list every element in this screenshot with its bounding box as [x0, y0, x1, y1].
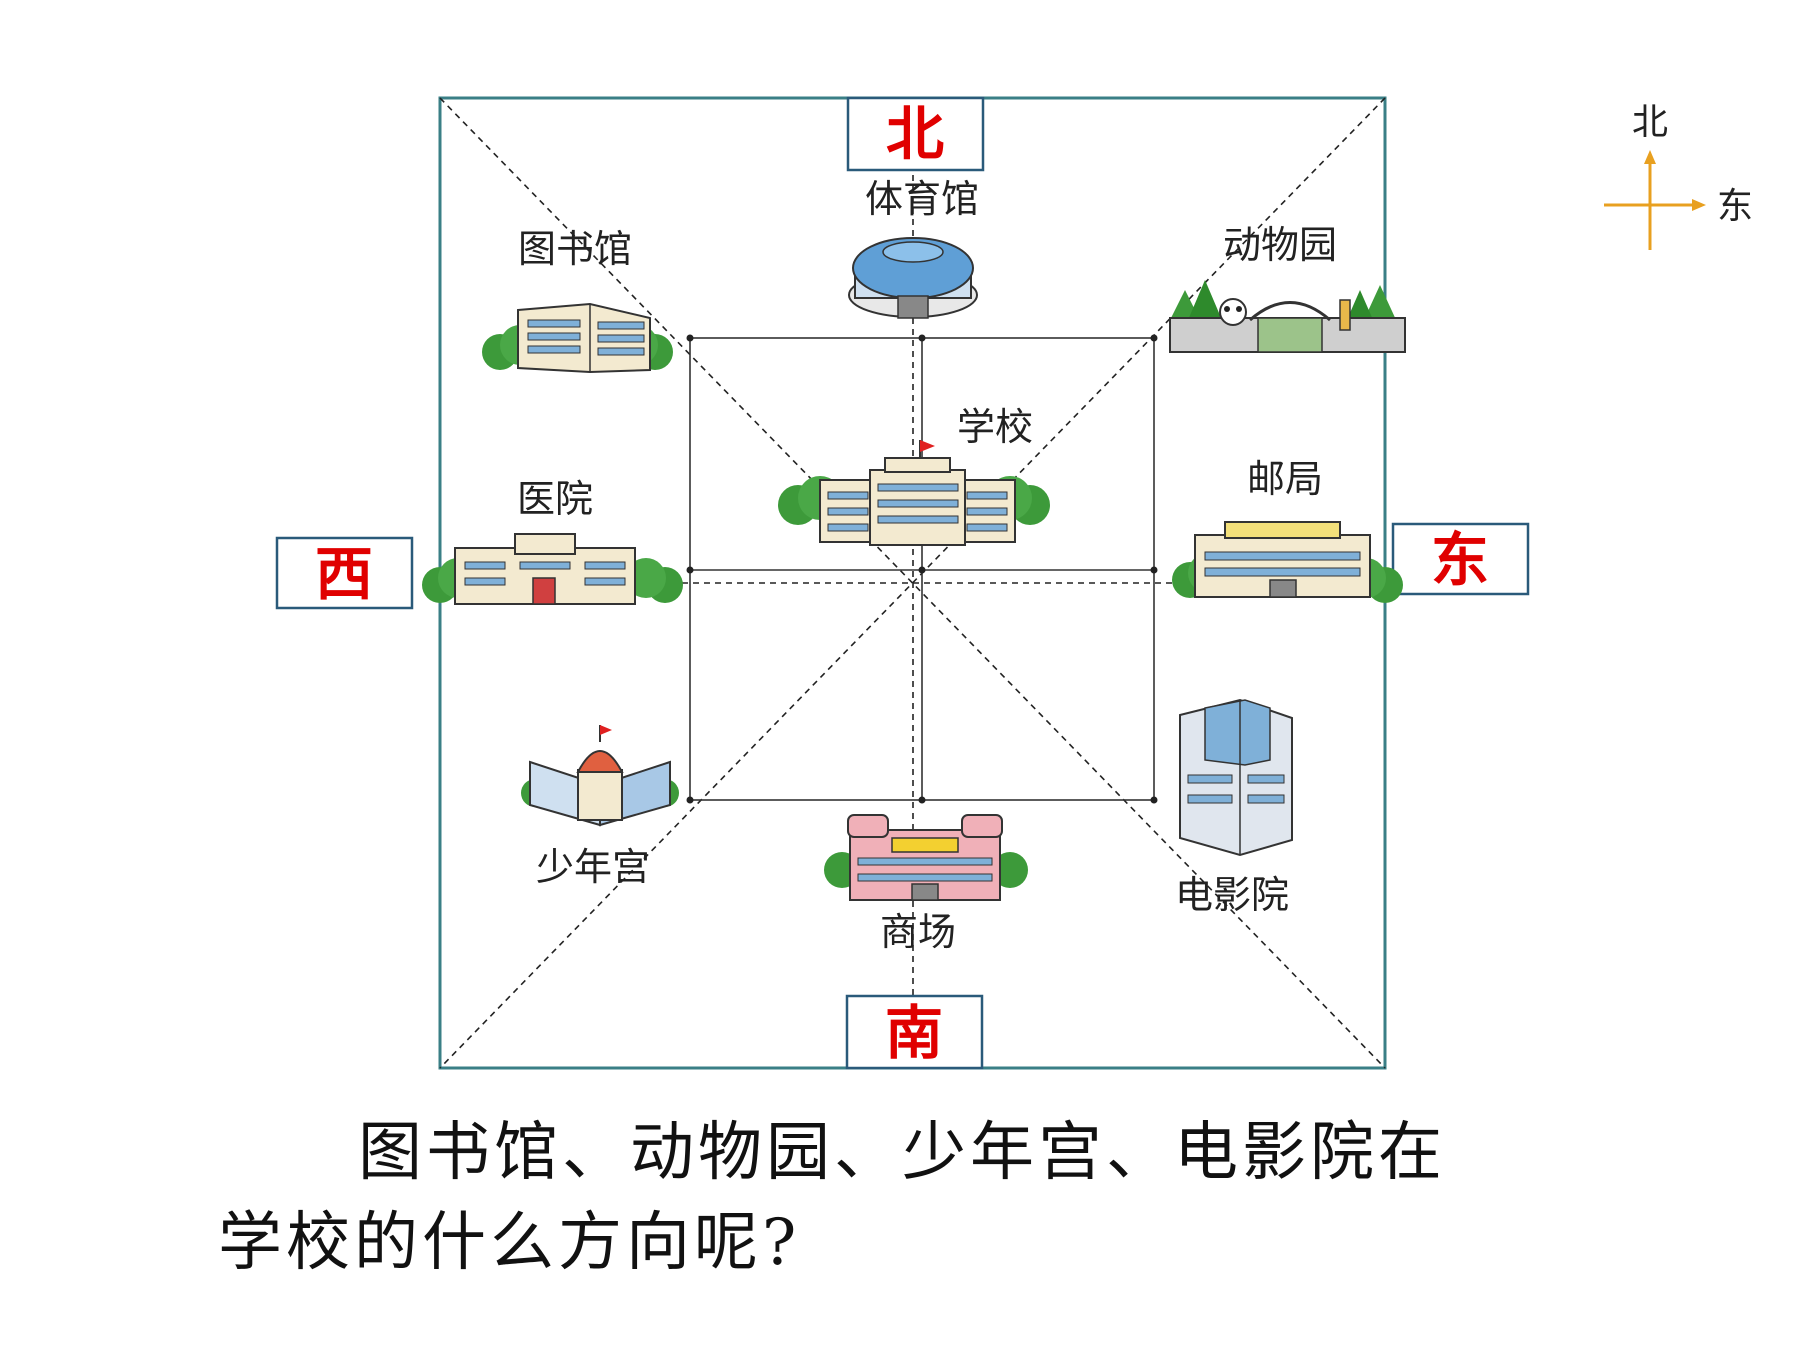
- mall-label: 商场: [880, 910, 956, 954]
- east-arrow-icon: [1692, 199, 1706, 211]
- compass: 北 东: [1604, 102, 1753, 250]
- post-office-label: 邮局: [1247, 457, 1323, 501]
- compass-east-label: 东: [1717, 186, 1753, 227]
- youth-palace-label: 少年宫: [536, 845, 650, 889]
- zoo-label: 动物园: [1223, 223, 1337, 267]
- north-arrow-icon: [1644, 150, 1656, 164]
- youth-palace-icon: [521, 725, 679, 827]
- direction-west-label: 西: [315, 540, 373, 608]
- stadium-label: 体育馆: [865, 177, 979, 221]
- direction-south-box: 南: [845, 994, 984, 1070]
- zoo-icon: [1169, 280, 1406, 353]
- school-label: 学校: [957, 405, 1033, 449]
- stadium-icon: [848, 237, 978, 319]
- question-line-1: 图书馆、动物园、少年宫、电影院在: [358, 1116, 1446, 1190]
- direction-north-box: 北: [846, 96, 985, 172]
- direction-west-box: 西: [275, 536, 414, 610]
- direction-east-label: 东: [1431, 526, 1489, 594]
- hospital-label: 医院: [517, 477, 593, 521]
- library-label: 图书馆: [518, 227, 632, 271]
- cinema-icon: [1179, 698, 1293, 857]
- hospital-icon: [422, 533, 683, 605]
- grid-dots: [686, 334, 1158, 804]
- compass-north-label: 北: [1632, 102, 1668, 143]
- library-icon: [482, 302, 673, 374]
- direction-east-box: 东: [1391, 522, 1530, 596]
- direction-north-label: 北: [886, 100, 944, 168]
- question-line-2: 学校的什么方向呢?: [218, 1206, 801, 1280]
- mall-icon: [824, 814, 1028, 901]
- direction-south-label: 南: [885, 999, 943, 1067]
- cinema-label: 电影院: [1175, 873, 1289, 917]
- school-icon: [778, 440, 1050, 546]
- post-office-icon: [1172, 521, 1403, 603]
- question-text: 图书馆、动物园、少年宫、电影院在 学校的什么方向呢?: [218, 1108, 1598, 1288]
